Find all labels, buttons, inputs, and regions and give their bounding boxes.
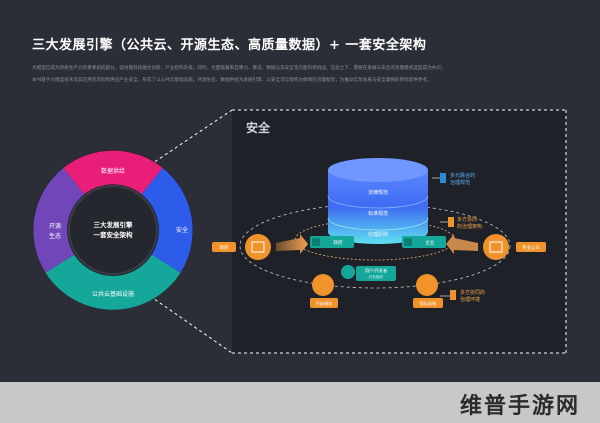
ring-segment-opensource	[33, 167, 85, 273]
callout-framework-line2: 的治理架构	[457, 223, 482, 230]
side-tag-bottom-right-icon	[416, 274, 438, 296]
side-tag-bottom-right-box	[413, 298, 443, 308]
side-tag-right-glyph	[489, 241, 503, 253]
footer-bar: 维普手游网	[0, 382, 600, 423]
connector-bottom	[149, 295, 233, 354]
cylinder-band-2	[327, 217, 429, 231]
side-tag-bottom-left: 开放服务	[310, 274, 338, 308]
connector-top	[149, 109, 233, 166]
watermark: 维普手游网	[459, 394, 580, 419]
callout-framework-line1: 多方协同	[457, 216, 477, 223]
cylinder-layer-1: 法律规范	[368, 189, 388, 196]
intro-line-2: 本书基于大模型技术及其应用的风险和供应产业安全，形成了以公共云基础设施、开源生态…	[32, 78, 432, 83]
node-government-icon	[312, 238, 320, 246]
side-tag-left-icon	[245, 234, 271, 260]
ring-center	[68, 185, 158, 275]
side-tag-bottom-right-label: 国际机构	[420, 300, 437, 307]
callout-environment-line1: 多方协同的	[460, 289, 485, 296]
node-users-box	[356, 266, 396, 281]
ring-segment-security	[141, 167, 193, 273]
governance-cylinder: 法律规范 标准规范 伦理原则	[327, 158, 429, 244]
arrow-right	[446, 234, 478, 254]
ring-label-top: 数据供给	[101, 167, 125, 175]
callout-framework: 多方协同 的治理架构	[440, 216, 482, 230]
callout-environment-line2: 治理环境	[460, 296, 480, 303]
callout-norms-line1: 多元融合的	[450, 172, 475, 179]
callout-norms-icon	[440, 173, 446, 183]
cylinder-body	[328, 170, 428, 244]
ring-segment-cloud	[45, 254, 181, 310]
callout-framework-icon	[448, 217, 454, 227]
ring-label-left-line2: 生态	[49, 232, 61, 240]
ring-label-right: 安全	[176, 226, 188, 234]
side-tag-bottom-right: 国际机构	[413, 274, 443, 308]
cylinder-layer-2: 标准规范	[368, 210, 388, 217]
side-tag-left: 政府	[212, 234, 308, 260]
side-tag-right-icon	[483, 234, 509, 260]
node-users-line1: 用户/开发者	[365, 267, 387, 274]
ring-label-left-line1: 开源	[49, 222, 61, 230]
diagram-title: 三大发展引擎（公共云、开源生态、高质量数据）+ 一套安全架构	[32, 38, 427, 53]
side-tag-right-label: 专业公众	[522, 244, 540, 251]
node-enterprise-icon	[404, 238, 412, 246]
node-government: 政府	[310, 236, 354, 248]
callout-norms: 多元融合的 治理规范	[432, 172, 475, 186]
node-enterprise-box	[402, 236, 446, 248]
callout-norms-line2: 治理规范	[450, 179, 470, 186]
side-tag-bottom-left-box	[310, 298, 338, 308]
cylinder-band-1	[327, 195, 429, 209]
callout-environment: 多方协同的 治理环境	[440, 289, 485, 303]
panel-label: 安全	[246, 120, 271, 135]
node-users: 用户/开发者 行业组织	[341, 265, 396, 281]
intro-paragraph: 大模型已成为新质生产力的重要组成部分，促进着科技融合创新、产业结构升级。同时，也…	[32, 63, 572, 87]
cylinder-layer-3: 伦理原则	[368, 231, 388, 238]
callout-environment-icon	[450, 290, 456, 300]
side-tag-left-label: 政府	[220, 244, 229, 251]
ring-segment-data	[63, 150, 163, 195]
side-tag-right: 专业公众	[446, 234, 546, 260]
intro-line-1: 大模型已成为新质生产力的重要组成部分，促进着科技融合创新、产业结构升级。同时，也…	[32, 66, 446, 71]
node-users-icon	[341, 265, 355, 279]
arrow-left	[276, 234, 308, 254]
side-tag-bottom-left-label: 开放服务	[316, 300, 334, 307]
ring-center-line2: 一套安全架构	[94, 230, 134, 239]
engine-ring: 三大发展引擎 一套安全架构 数据供给 安全 公共云基础设施 开源 生态	[33, 150, 193, 310]
node-enterprise: 企业	[402, 236, 446, 248]
node-government-label: 政府	[334, 239, 343, 246]
side-tag-left-box	[212, 242, 236, 252]
side-tag-left-glyph	[251, 241, 265, 253]
ring-center-line1: 三大发展引擎	[94, 220, 134, 229]
node-government-box	[310, 236, 354, 248]
ring-label-bottom: 公共云基础设施	[92, 290, 134, 298]
cylinder-top	[328, 158, 428, 182]
node-users-line2: 行业组织	[369, 274, 384, 279]
side-tag-bottom-left-icon	[312, 274, 334, 296]
node-enterprise-label: 企业	[426, 239, 435, 246]
side-tag-right-box	[516, 242, 546, 252]
